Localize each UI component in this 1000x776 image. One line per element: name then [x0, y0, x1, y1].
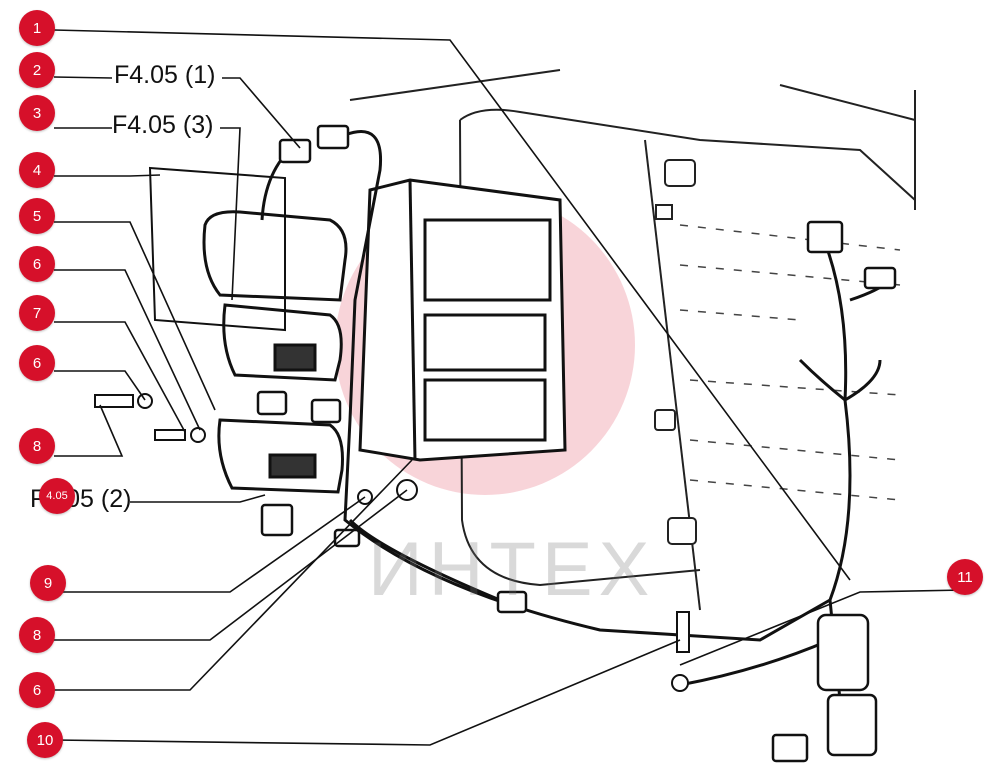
callout-badge-4: 4 — [19, 152, 55, 188]
callout-badge-8b: 8 — [19, 617, 55, 653]
callout-badge-8a: 8 — [19, 428, 55, 464]
callout-badge-10: 10 — [27, 722, 63, 758]
panel-bolts — [654, 159, 697, 545]
reference-f405-1: F4.05 (1) — [114, 61, 216, 89]
callout-badge-3: 3 — [19, 95, 55, 131]
tail-lamp-middle — [222, 303, 343, 382]
tail-lamp-lower — [217, 418, 344, 494]
callout-badge-6c: 6 — [19, 672, 55, 708]
callout-badge-5: 5 — [19, 198, 55, 234]
callout-badge-2: 2 — [19, 52, 55, 88]
sheet-lines — [679, 224, 901, 501]
callout-badge-4-05: 4.05 — [39, 478, 75, 514]
connectors — [256, 124, 897, 763]
callout-badge-6a: 6 — [19, 246, 55, 282]
callout-badge-9: 9 — [30, 565, 66, 601]
leader-lines — [53, 29, 966, 746]
callout-badge-7: 7 — [19, 295, 55, 331]
callout-badge-6b: 6 — [19, 345, 55, 381]
work-lamp-upper — [202, 210, 348, 302]
callout-badge-1: 1 — [19, 10, 55, 46]
reference-f405-3: F4.05 (3) — [112, 111, 214, 139]
light-housing — [358, 178, 567, 462]
plug-block — [816, 613, 878, 757]
lamp-base-plate — [148, 166, 286, 332]
callout-badge-11: 11 — [947, 559, 983, 595]
brand-watermark: ИНТЕХ — [368, 527, 656, 612]
